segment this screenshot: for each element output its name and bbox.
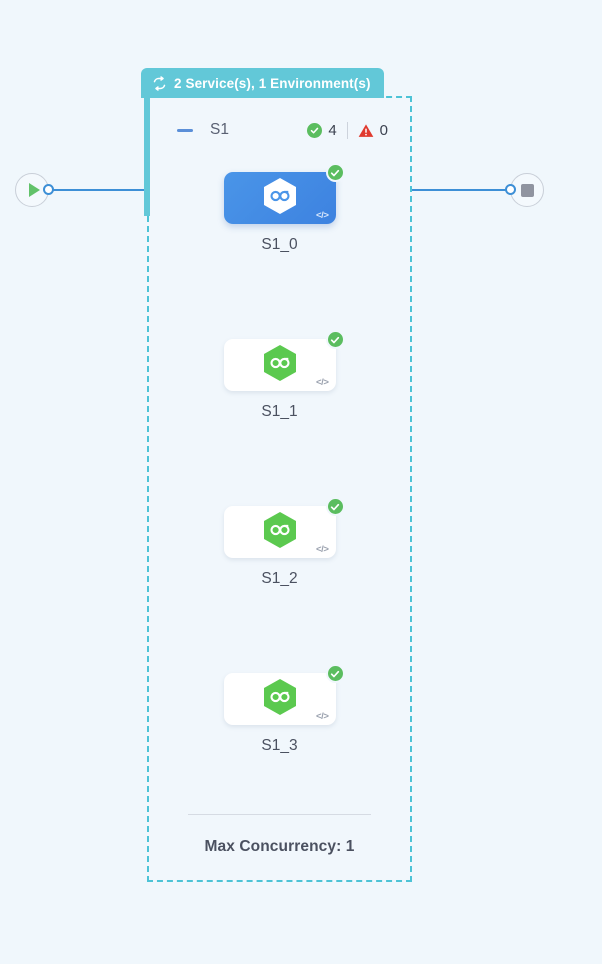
- check-circle-icon: [325, 664, 345, 683]
- group-name-label: S1: [210, 121, 229, 138]
- service-node-card[interactable]: </>: [223, 163, 345, 224]
- node-label: S1_3: [261, 737, 298, 754]
- edge-start-to-group[interactable]: [47, 189, 147, 191]
- check-circle-icon: [325, 330, 345, 349]
- loop-icon: [152, 75, 167, 91]
- stat-success-value: 4: [328, 121, 337, 139]
- node-item: </> S1_0: [149, 163, 410, 254]
- edge-group-to-end[interactable]: [410, 189, 515, 191]
- footer-divider: [188, 814, 371, 815]
- group-stats: 4 0: [307, 121, 388, 139]
- node-label: S1_1: [261, 403, 298, 420]
- play-icon: [28, 183, 40, 197]
- minus-icon[interactable]: [177, 128, 193, 132]
- node-item: </> S1_1: [149, 330, 410, 421]
- code-icon[interactable]: </>: [315, 377, 329, 388]
- group-left-rail: [144, 96, 150, 216]
- node-item: </> S1_2: [149, 497, 410, 588]
- end-node-input-handle[interactable]: [505, 184, 516, 195]
- group-tab[interactable]: 2 Service(s), 1 Environment(s): [141, 68, 384, 98]
- stat-error-value: 0: [379, 121, 388, 139]
- stat-success: 4: [307, 121, 337, 139]
- node-label: S1_2: [261, 570, 298, 587]
- code-icon[interactable]: </>: [315, 210, 329, 221]
- start-node-output-handle[interactable]: [43, 184, 54, 195]
- stat-divider: [346, 121, 348, 139]
- stat-error: 0: [358, 122, 388, 139]
- node-hexagon-icon: [262, 511, 298, 554]
- node-item: </> S1_3: [149, 664, 410, 755]
- group-tab-label: 2 Service(s), 1 Environment(s): [174, 75, 371, 91]
- node-hexagon-icon: [262, 344, 298, 387]
- stop-icon: [520, 183, 534, 197]
- service-node-card[interactable]: </>: [223, 330, 345, 391]
- node-hexagon-icon: [262, 678, 298, 721]
- warning-triangle-icon: [358, 123, 374, 138]
- node-label: S1_0: [261, 236, 298, 253]
- service-group-container[interactable]: S1 4: [147, 96, 412, 882]
- group-header: S1 4: [149, 116, 410, 144]
- max-concurrency-label: Max Concurrency: 1: [204, 838, 355, 855]
- node-hexagon-icon: [262, 177, 298, 220]
- code-icon[interactable]: </>: [315, 544, 329, 555]
- service-node-card[interactable]: </>: [223, 664, 345, 725]
- check-circle-icon: [307, 122, 323, 138]
- service-node-card[interactable]: </>: [223, 497, 345, 558]
- code-icon[interactable]: </>: [315, 711, 329, 722]
- group-footer: Max Concurrency: 1: [149, 814, 410, 856]
- check-circle-icon: [325, 497, 345, 516]
- check-circle-icon: [325, 163, 345, 182]
